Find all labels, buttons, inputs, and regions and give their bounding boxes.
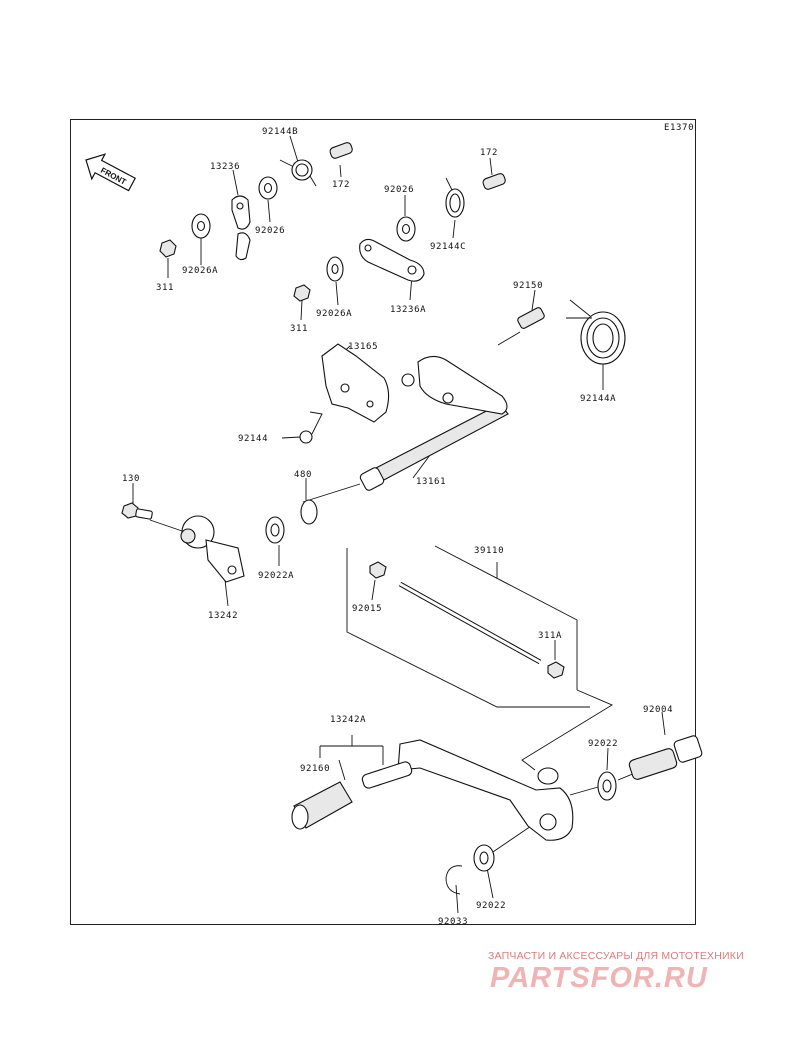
plate-13165-icon: [321, 343, 390, 423]
washer-92022-icon: [597, 771, 617, 801]
washer-92026-icon: [258, 176, 278, 200]
part-label-92160: 92160: [300, 764, 330, 774]
part-label-311A: 311A: [538, 631, 562, 641]
watermark-logo: PARTSFOR.RU: [490, 962, 708, 994]
part-label-13242: 13242: [208, 611, 238, 621]
part-label-480: 480: [294, 470, 312, 480]
part-label-130: 130: [122, 474, 140, 484]
part-label-92033: 92033: [438, 917, 468, 927]
bolt-92004-icon: [628, 735, 703, 780]
washer-92026A-icon: [191, 213, 211, 239]
leader-lines: [132, 135, 666, 914]
part-label-92144C: 92144C: [430, 242, 466, 252]
part-label-92144: 92144: [238, 434, 268, 444]
spring-92144B-icon: [279, 159, 317, 187]
part-label-39110: 39110: [474, 546, 504, 556]
part-label-13242A: 13242A: [330, 715, 366, 725]
lever-13236A-icon: [359, 238, 425, 282]
washer-92022A-icon: [265, 516, 285, 544]
pin-172-icon: [329, 142, 353, 159]
part-label-13161: 13161: [416, 477, 446, 487]
rubber-92160-icon: [291, 781, 353, 830]
part-label-13165: 13165: [348, 342, 378, 352]
watermark-tagline: ЗАПЧАСТИ И АКСЕССУАРЫ ДЛЯ МОТОТЕХНИКИ: [488, 950, 744, 962]
diagram-code-label: E1370: [664, 123, 694, 133]
spring-92144-icon: [299, 411, 323, 444]
pedal-13242A-icon: [361, 739, 574, 841]
part-label-92144A: 92144A: [580, 394, 616, 404]
washer-92022b-icon: [473, 844, 495, 872]
front-arrow-icon: FRONT: [85, 153, 137, 192]
spring-92144C-icon: [445, 177, 465, 218]
part-label-172: 172: [332, 180, 350, 190]
circlip-480-icon: [300, 499, 318, 525]
diagram-frame: [70, 119, 696, 925]
part-label-92022b: 92022: [476, 901, 506, 911]
part-label-172b: 172: [480, 148, 498, 158]
pin-172b-icon: [482, 173, 506, 190]
part-label-92144B: 92144B: [262, 127, 298, 137]
part-label-92026A: 92026A: [182, 266, 218, 276]
part-label-13236: 13236: [210, 162, 240, 172]
part-label-92015: 92015: [352, 604, 382, 614]
part-label-92022A: 92022A: [258, 571, 294, 581]
part-label-92026: 92026: [255, 226, 285, 236]
part-label-92150: 92150: [513, 281, 543, 291]
part-label-311b: 311: [290, 324, 308, 334]
washer-92026b-icon: [396, 216, 416, 242]
nut-311b-icon: [293, 284, 311, 302]
part-label-92026b: 92026: [384, 185, 414, 195]
clip-92033-icon: [445, 865, 463, 895]
bolt-130-icon: [121, 502, 153, 520]
nut-311-icon: [159, 239, 177, 258]
rod-39110-icon: [369, 561, 565, 679]
shaft-92150-icon: [517, 307, 545, 329]
shaft-13161-icon: [359, 355, 509, 491]
part-label-92026A-2: 92026A: [316, 309, 352, 319]
lever-13236-icon: [231, 195, 251, 261]
spring-92144A-icon: [566, 299, 626, 365]
part-label-13236A: 13236A: [390, 305, 426, 315]
part-label-311: 311: [156, 283, 174, 293]
part-label-92004: 92004: [643, 705, 673, 715]
washer-92026A-2-icon: [326, 256, 344, 282]
part-label-92022: 92022: [588, 739, 618, 749]
arm-13242-icon: [180, 515, 245, 583]
